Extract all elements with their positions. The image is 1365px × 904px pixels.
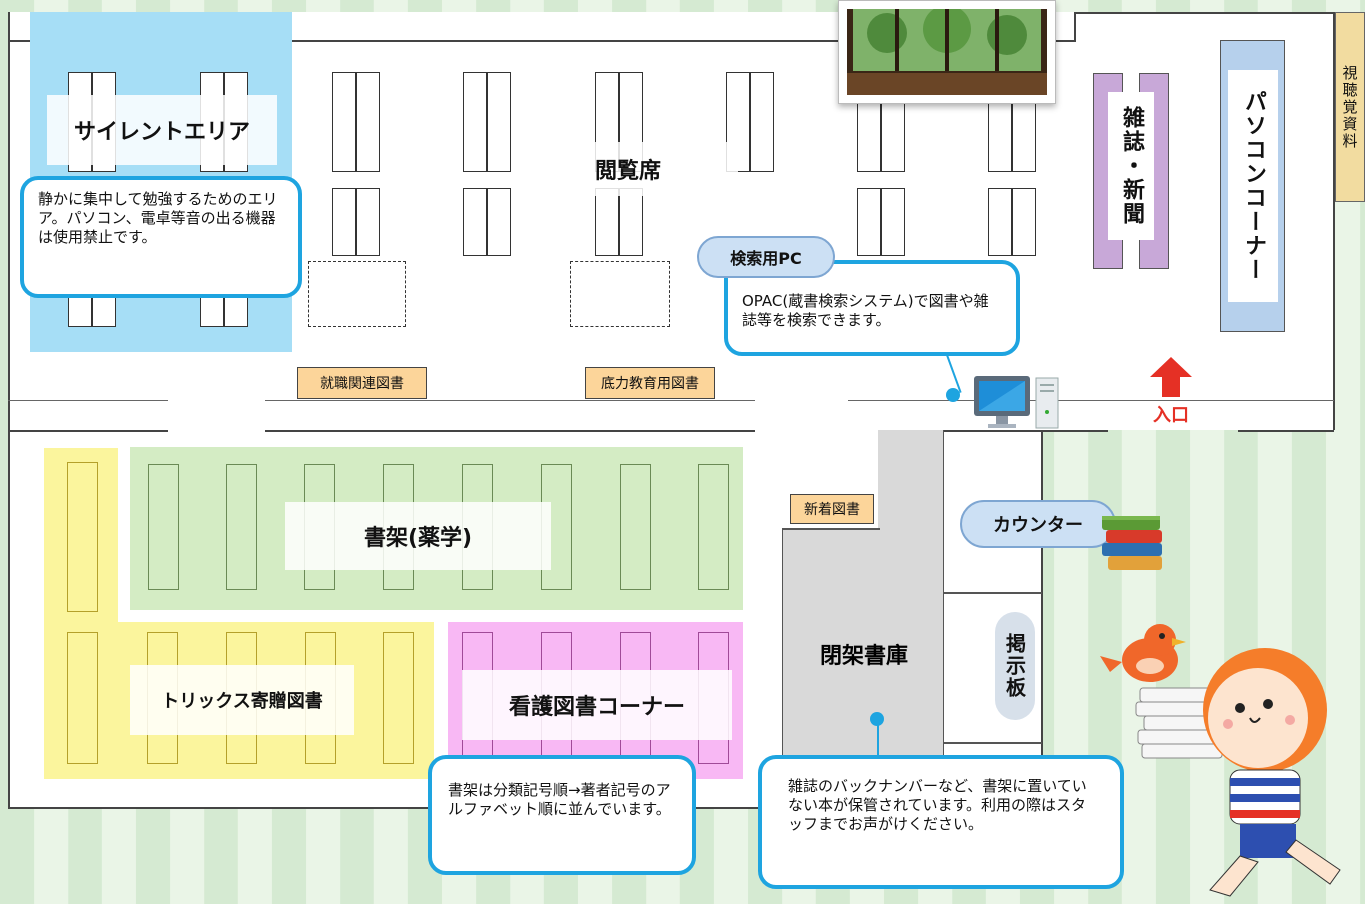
wall-top-right-seg [1074,12,1076,42]
silent-area-callout: 静かに集中して勉強するためのエリア。パソコン、電卓等音の出る機器は使用禁止です。 [20,176,302,298]
closed-stacks-dot [870,712,884,726]
wall-top-edge-right [1074,12,1334,14]
bookshelf [148,464,179,590]
seat-space-dashed [308,261,406,327]
aisle-line-right-top [848,400,1334,401]
search-pc-dot [946,388,960,402]
window-photo [838,0,1056,104]
reading-table [463,188,511,256]
bookshelf [620,464,651,590]
seat-space-dashed [570,261,670,327]
wall-counter-right [1041,430,1043,808]
magazines-label: 雑誌・新聞 [1108,92,1154,240]
wall-top [8,40,1076,42]
entrance-arrow-icon [1150,357,1192,397]
tricks-donation-label: トリックス寄贈図書 [130,665,354,735]
wall-mid-left [8,430,168,432]
job-books-tag: 就職関連図書 [297,367,427,399]
reading-table [857,188,905,256]
bookshelf [226,464,257,590]
aisle-line-left-top [8,400,168,401]
closed-stacks-callout: 雑誌のバックナンバーなど、書架に置いていない本が保管されています。利用の際はスタ… [758,755,1124,889]
pharmacy-shelf-label: 書架(薬学) [285,502,551,570]
bookshelf [698,464,729,590]
wall-mid-right [880,430,1108,432]
reading-table [332,72,380,172]
counter-divider-bottom [944,742,1042,744]
bookshelf [67,462,98,612]
reading-table [332,188,380,256]
wall-mid-far-right [1238,430,1334,432]
reading-table [988,188,1036,256]
bird-illustration [1100,624,1186,682]
books-icon [1100,512,1166,574]
computer-icon [970,372,1062,430]
new-books-tag: 新着図書 [790,494,874,524]
bookshelf [383,632,414,764]
search-pc-label: 検索用PC [697,236,835,278]
mascot-illustration [1090,600,1365,900]
silent-area-label: サイレントエリア [47,95,277,165]
aisle-line-center-top [265,400,755,401]
reading-table [726,72,774,172]
counter-label: カウンター [960,500,1116,548]
nursing-books-label: 看護図書コーナー [462,670,732,740]
entrance-label: 入口 [1153,405,1189,426]
counter-divider [944,592,1042,594]
bookshelf [67,632,98,764]
shelf-order-callout: 書架は分類記号順→著者記号のアルファベット順に並んでいます。 [428,755,696,875]
pc-corner-label: パソコンコーナー [1228,70,1278,302]
reading-table [463,72,511,172]
basic-edu-books-tag: 底力教育用図書 [585,367,715,399]
reading-seats-label: 閲覧席 [518,142,738,196]
bulletin-board-label: 掲示板 [995,612,1035,720]
wall-top-left-v [8,12,10,808]
closed-stacks-pointer [877,722,879,758]
closed-stacks-label: 閉架書庫 [819,644,908,669]
tricks-donation-zone-side [44,448,118,626]
closed-stacks-notch-edge [782,528,880,530]
reading-table [595,188,643,256]
wall-right [1333,12,1335,430]
wall-mid-center [265,430,755,432]
av-materials-label: 視聴覚資料 [1340,64,1359,150]
